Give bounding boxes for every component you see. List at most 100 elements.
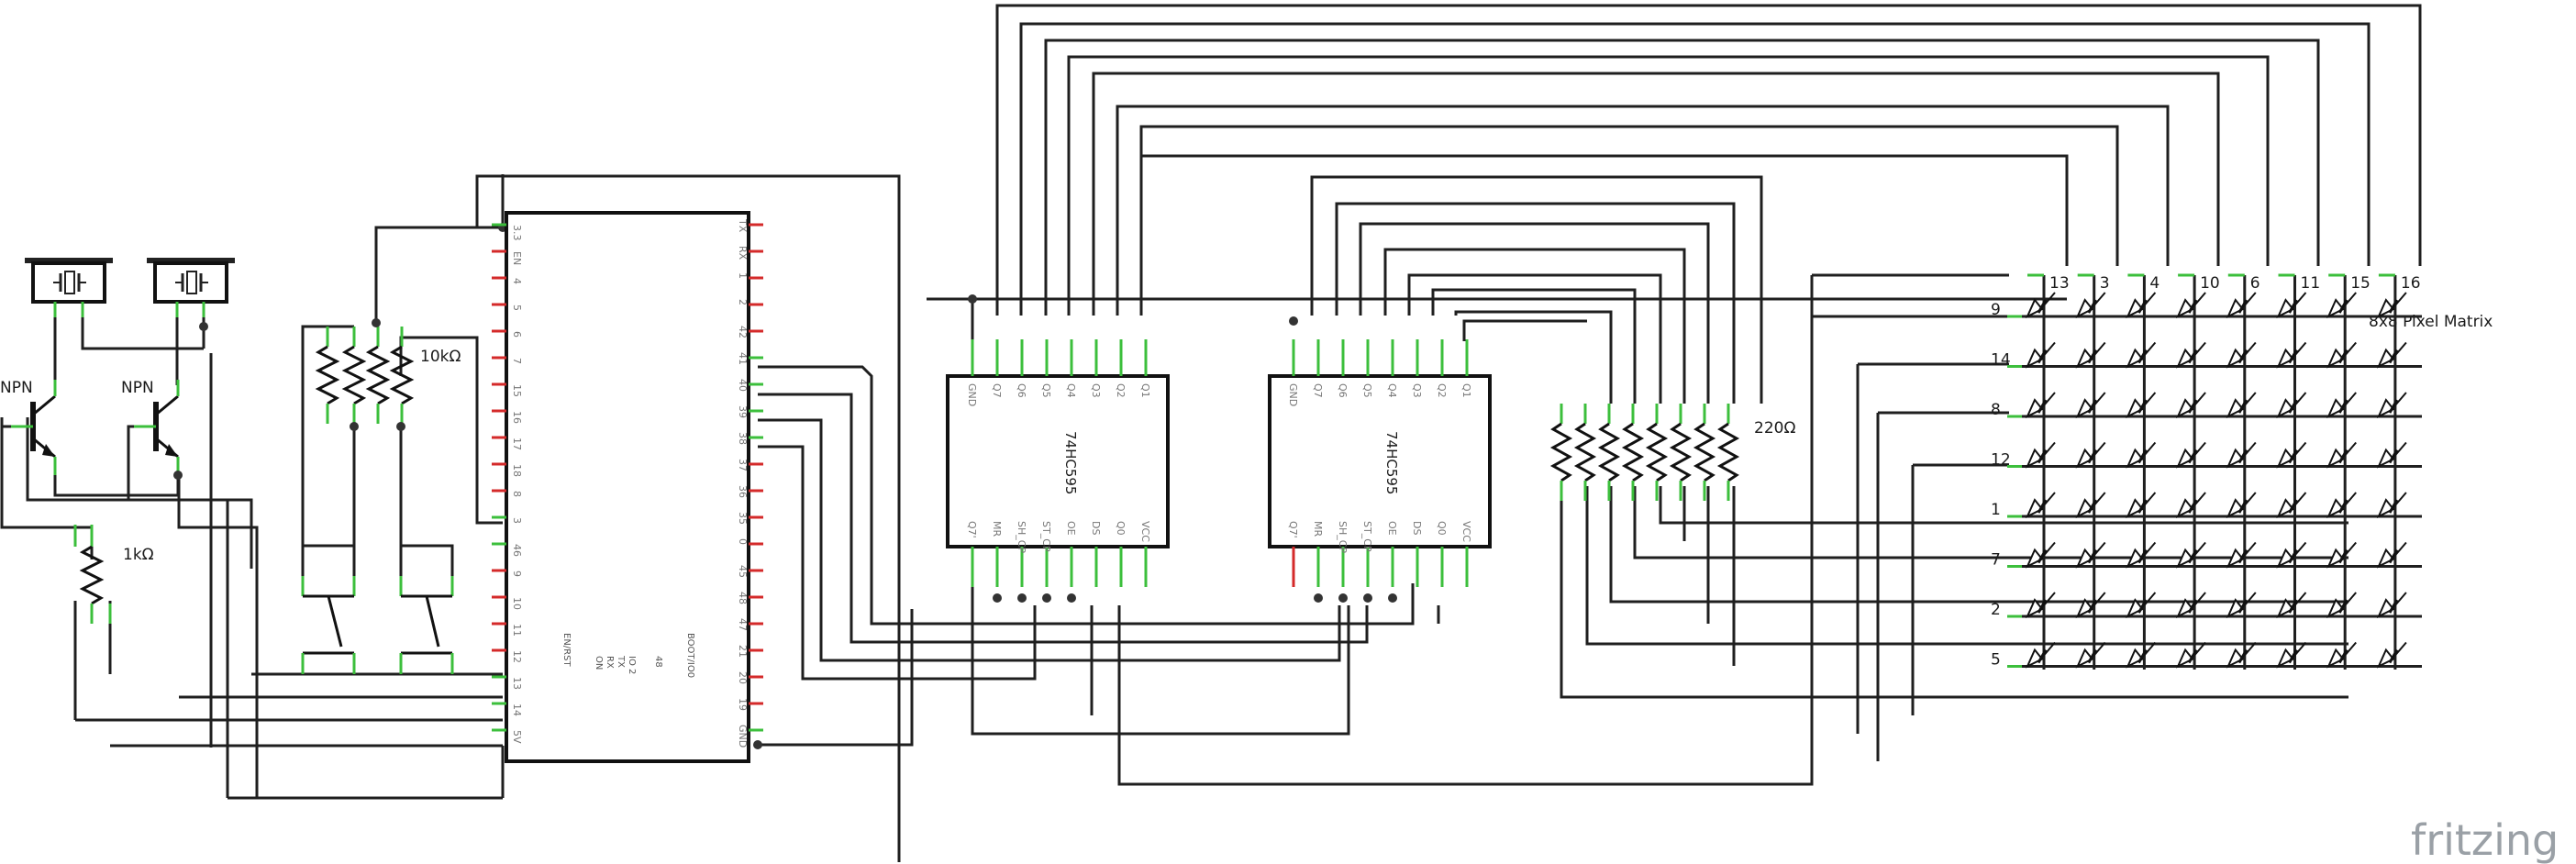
resistor-10k: 10kΩ bbox=[315, 327, 461, 424]
led bbox=[2025, 448, 2044, 469]
led bbox=[2276, 448, 2295, 469]
esp-right-pin-label: 21 bbox=[737, 645, 749, 658]
esp-left-pin-label: 9 bbox=[511, 570, 523, 577]
led bbox=[2075, 448, 2094, 469]
junction-dot bbox=[1338, 593, 1348, 603]
transistor-label: NPN bbox=[121, 379, 154, 397]
pushbutton-1 bbox=[301, 576, 356, 674]
esp-right-pin-label: 40 bbox=[737, 379, 749, 392]
transistor-q1: NPN bbox=[0, 379, 57, 475]
matrix-row-label: 7 bbox=[1991, 551, 2001, 570]
chip-top-pin-label: Q5 bbox=[1361, 383, 1373, 398]
chip-top-pin-label: Q7 bbox=[991, 383, 1003, 398]
esp-left-pin-label: 3 bbox=[511, 517, 523, 524]
resistor-220 bbox=[1549, 422, 1573, 482]
resistor-10k-label: 10kΩ bbox=[420, 348, 461, 366]
svg-text:RX: RX bbox=[605, 656, 615, 669]
transistor-label: NPN bbox=[0, 379, 33, 397]
led bbox=[2276, 298, 2295, 319]
chip-top-pin-label: Q2 bbox=[1115, 383, 1127, 398]
matrix-row-label: 8 bbox=[1991, 401, 2001, 419]
esp-left-pin-label: 13 bbox=[511, 677, 523, 690]
led bbox=[2376, 348, 2395, 369]
esp-left-pin-label: 17 bbox=[511, 438, 523, 450]
chip-bottom-pin-label: Q7' bbox=[1287, 521, 1299, 538]
esp-center-text: EN/RST bbox=[561, 633, 572, 667]
junction-dot bbox=[1067, 593, 1076, 603]
led bbox=[2376, 598, 2395, 619]
matrix-column-label: 11 bbox=[2301, 274, 2321, 293]
led bbox=[2276, 348, 2295, 369]
chip-bottom-pin-label: DS bbox=[1411, 521, 1423, 535]
resistor-220-label: 220Ω bbox=[1754, 419, 1795, 438]
led bbox=[2075, 398, 2094, 419]
resistor-220 bbox=[1645, 422, 1669, 482]
chip-bottom-pin-label: VCC bbox=[1139, 521, 1151, 542]
led bbox=[2126, 298, 2144, 319]
svg-text:ON: ON bbox=[594, 656, 604, 670]
led bbox=[2025, 398, 2044, 419]
resistor-220 bbox=[1716, 422, 1740, 482]
esp-left-pin-label: 5V bbox=[511, 730, 523, 744]
esp-left-pin-label: 4 bbox=[511, 278, 523, 284]
chip-top-pin-label: Q1 bbox=[1460, 383, 1472, 398]
led bbox=[2075, 498, 2094, 519]
led bbox=[2025, 648, 2044, 669]
led bbox=[2326, 498, 2345, 519]
led bbox=[2176, 348, 2194, 369]
matrix-row-label: 9 bbox=[1991, 301, 2001, 319]
led bbox=[2226, 448, 2245, 469]
led bbox=[2126, 348, 2144, 369]
led bbox=[2075, 648, 2094, 669]
chip-name: 74HC595 bbox=[1383, 431, 1400, 494]
chip-bottom-pin-label: Q7' bbox=[966, 521, 978, 538]
esp-right-pin-label: 39 bbox=[737, 405, 749, 418]
matrix-column-label: 4 bbox=[2149, 274, 2160, 293]
esp-left-pin-label: 8 bbox=[511, 491, 523, 497]
esp-right-pin-label: 47 bbox=[737, 618, 749, 631]
led bbox=[2126, 498, 2144, 519]
esp-left-pin-label: 16 bbox=[511, 411, 523, 424]
led bbox=[2075, 298, 2094, 319]
resistor-220 bbox=[1693, 422, 1716, 482]
junction-dot bbox=[993, 593, 1002, 603]
led bbox=[2126, 398, 2144, 419]
led bbox=[2075, 598, 2094, 619]
buzzer-right bbox=[147, 258, 235, 317]
led bbox=[2276, 498, 2295, 519]
chip-bottom-pin-label: VCC bbox=[1460, 521, 1472, 542]
led bbox=[2025, 548, 2044, 569]
matrix-column-label: 6 bbox=[2250, 274, 2260, 293]
resistor-220 bbox=[1597, 422, 1621, 482]
chip-bottom-pin-label: ST_CP bbox=[1040, 521, 1052, 552]
chip-bottom-pin-label: DS bbox=[1090, 521, 1102, 535]
led bbox=[2376, 498, 2395, 519]
esp-right-pin-label: 1 bbox=[737, 272, 749, 279]
led bbox=[2176, 548, 2194, 569]
led bbox=[2226, 348, 2245, 369]
led bbox=[2176, 648, 2194, 669]
led bbox=[2126, 598, 2144, 619]
resistor-1k: 1kΩ bbox=[73, 525, 154, 624]
led bbox=[2075, 548, 2094, 569]
transistor-q2: NPN bbox=[121, 379, 180, 475]
led bbox=[2326, 398, 2345, 419]
junction-dot bbox=[1388, 593, 1397, 603]
svg-text:IO 2: IO 2 bbox=[627, 656, 637, 674]
chip-top-pin-label: Q4 bbox=[1386, 383, 1398, 398]
svg-text:TX: TX bbox=[616, 655, 626, 668]
esp-right-pin-label: RX bbox=[737, 246, 749, 260]
esp-right-pin-label: 19 bbox=[737, 698, 749, 711]
esp-right-pin-label: 45 bbox=[737, 565, 749, 578]
led bbox=[2376, 548, 2395, 569]
esp-left-pin-label: 5 bbox=[511, 305, 523, 311]
led bbox=[2126, 448, 2144, 469]
led bbox=[2126, 548, 2144, 569]
chip-bottom-pin-label: MR bbox=[991, 521, 1003, 537]
led bbox=[2226, 498, 2245, 519]
esp-right-pin-label: 37 bbox=[737, 459, 749, 471]
svg-text:48: 48 bbox=[653, 656, 663, 668]
